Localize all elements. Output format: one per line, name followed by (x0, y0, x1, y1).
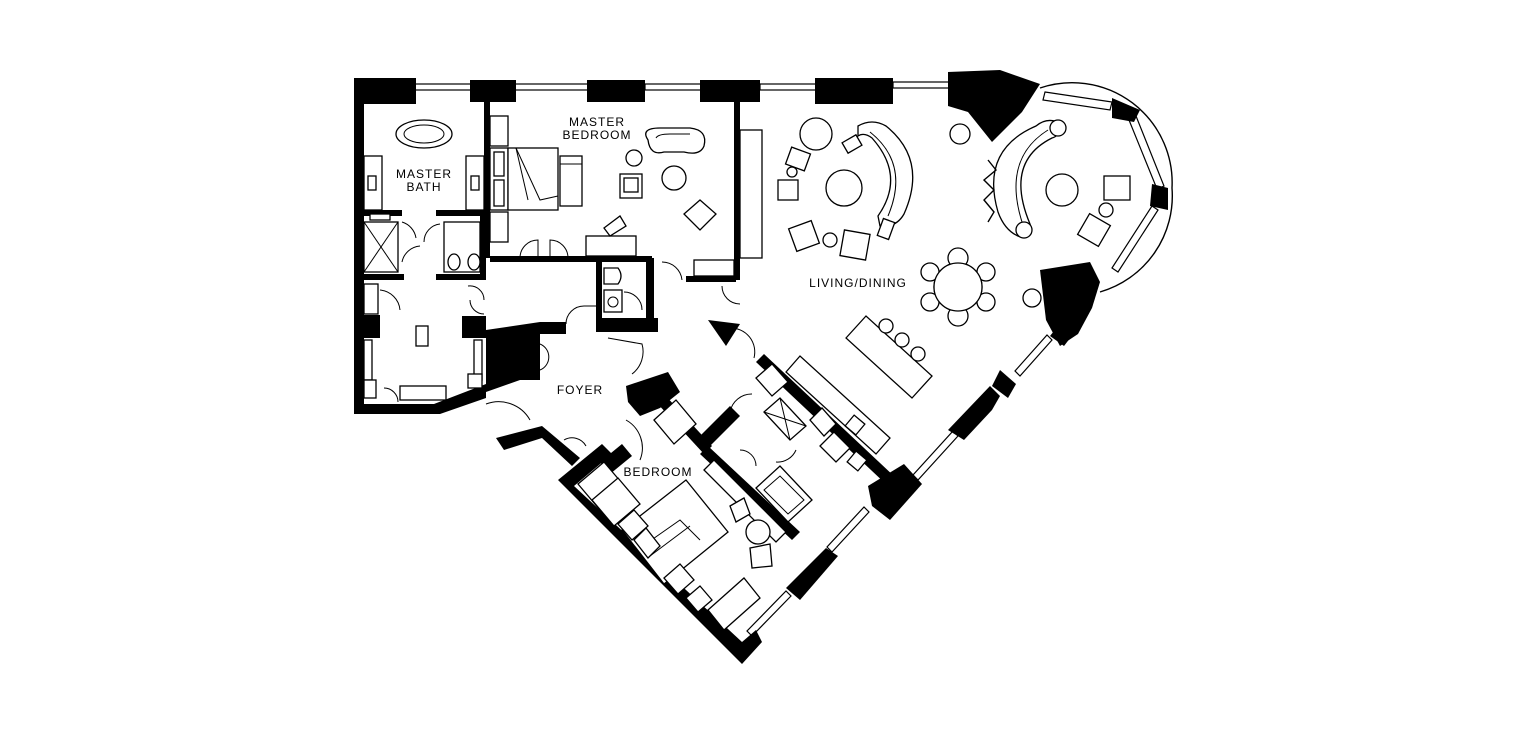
label-master-bath-line1: MASTER (396, 167, 452, 181)
bedroom-furniture (577, 363, 868, 631)
master-bath-fixtures (363, 119, 485, 403)
label-living-dining: LIVING/DINING (809, 276, 907, 290)
label-master-bedroom-line2: BEDROOM (562, 128, 631, 142)
windows (414, 81, 1174, 637)
label-master-bedroom-line1: MASTER (569, 115, 625, 129)
wc-fixtures (565, 267, 643, 325)
label-bedroom: BEDROOM (623, 465, 692, 479)
label-master-bath-line2: BATH (406, 180, 441, 194)
foyer-doors (485, 285, 756, 461)
walls (354, 70, 1168, 664)
room-labels: MASTER BEDROOM MASTER BATH LIVING/DINING… (396, 115, 907, 479)
label-foyer: FOYER (557, 383, 603, 397)
master-bedroom-furniture (489, 115, 763, 281)
